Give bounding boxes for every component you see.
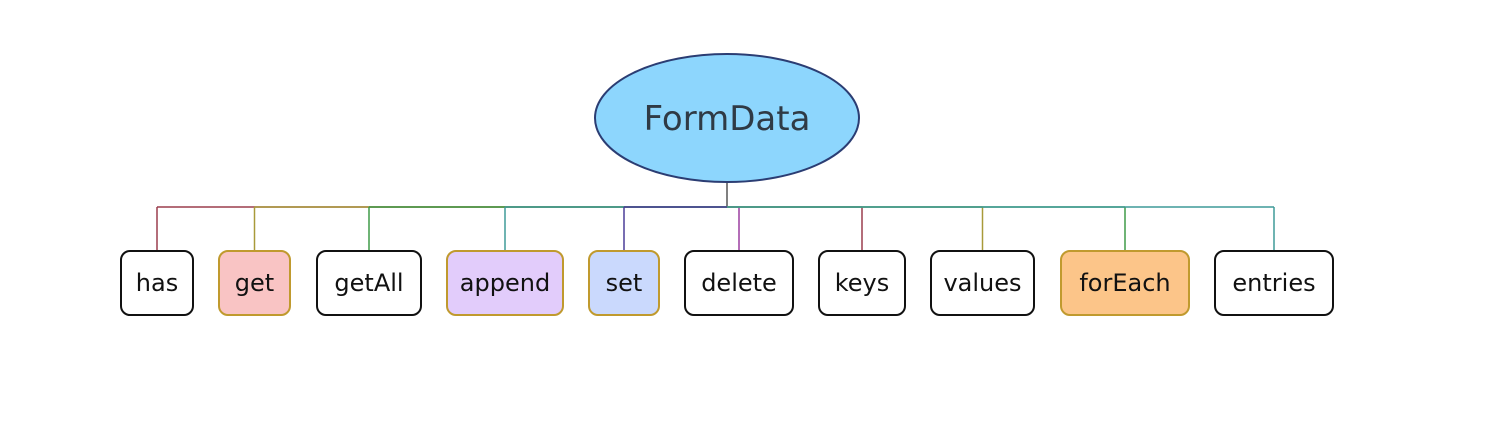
child-node-set: set [588, 250, 660, 316]
child-node-has: has [120, 250, 194, 316]
root-label: FormData [644, 99, 811, 139]
child-nodes: has get getAll append set delete keys values for… [120, 250, 1334, 316]
child-node-forEach: forEach [1060, 250, 1190, 316]
child-label-getAll: getAll [334, 269, 403, 297]
child-node-get: get [218, 250, 291, 316]
child-box-keys [818, 250, 906, 316]
child-box-has [120, 250, 194, 316]
child-label-append: append [460, 269, 550, 297]
child-box-forEach [1060, 250, 1190, 316]
child-box-entries [1214, 250, 1334, 316]
child-label-forEach: forEach [1079, 269, 1170, 297]
child-label-keys: keys [835, 269, 890, 297]
child-label-has: has [136, 269, 178, 297]
child-node-entries: entries [1214, 250, 1334, 316]
child-node-getAll: getAll [316, 250, 422, 316]
child-label-set: set [606, 269, 643, 297]
child-box-getAll [316, 250, 422, 316]
child-label-values: values [943, 269, 1021, 297]
child-label-entries: entries [1232, 269, 1315, 297]
child-label-get: get [235, 269, 274, 297]
child-box-get [218, 250, 291, 316]
child-node-append: append [446, 250, 564, 316]
root-ellipse [594, 53, 860, 183]
child-box-set [588, 250, 660, 316]
child-box-delete [684, 250, 794, 316]
child-node-keys: keys [818, 250, 906, 316]
child-box-append [446, 250, 564, 316]
child-node-delete: delete [684, 250, 794, 316]
child-label-delete: delete [701, 269, 777, 297]
connector-lines [156, 183, 1275, 251]
child-node-values: values [930, 250, 1035, 316]
root-node: FormData [594, 53, 860, 183]
child-box-values [930, 250, 1035, 316]
